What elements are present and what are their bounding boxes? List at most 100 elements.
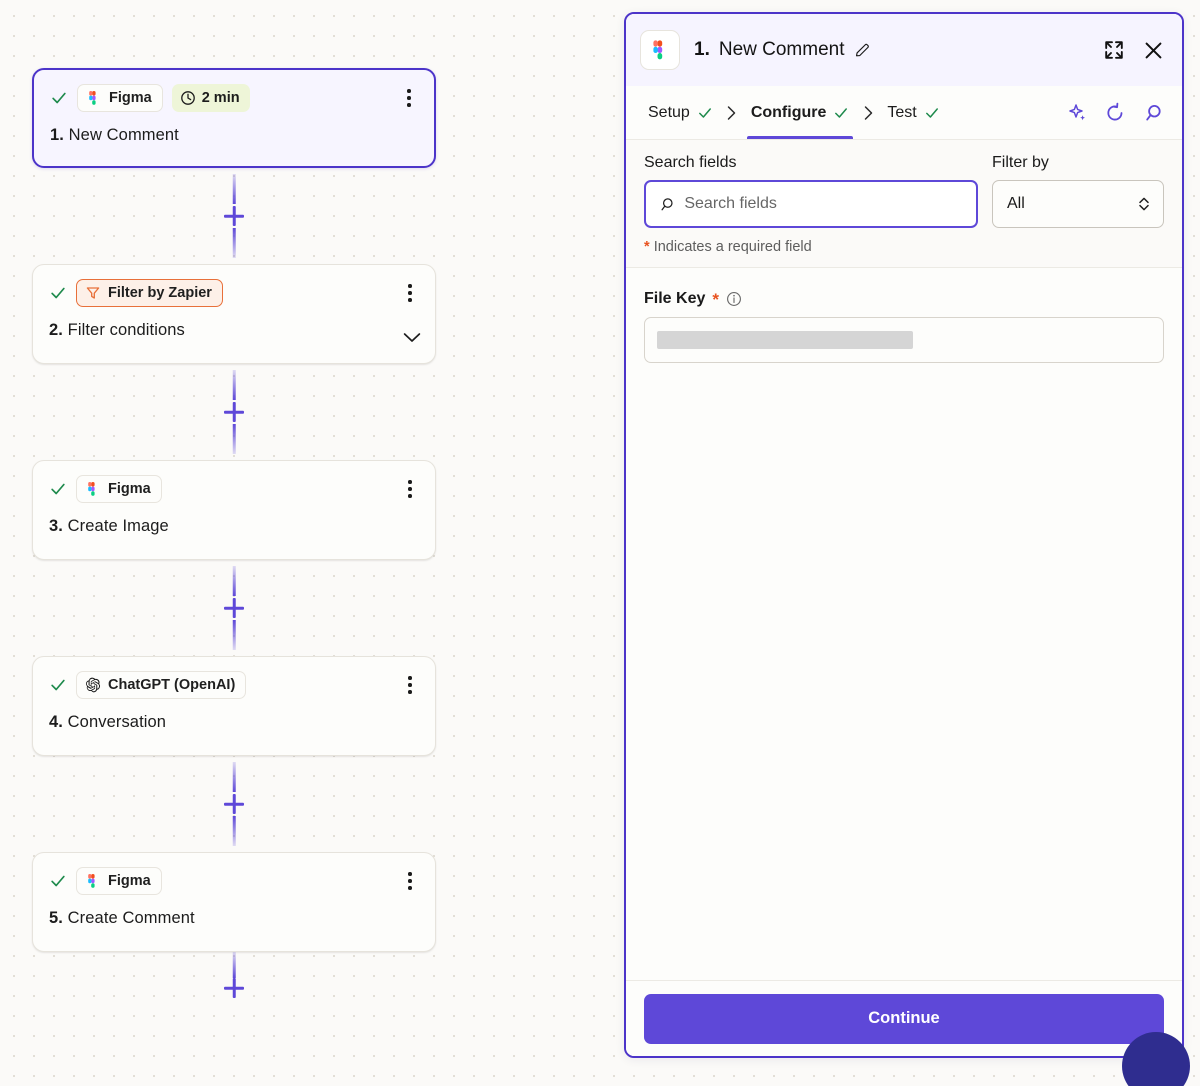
refresh-icon[interactable] xyxy=(1104,102,1126,124)
search-fields-group: Search fields xyxy=(644,154,978,228)
pencil-icon[interactable] xyxy=(854,42,871,59)
app-chip-label: Filter by Zapier xyxy=(108,285,212,301)
figma-icon xyxy=(89,91,96,105)
continue-button[interactable]: Continue xyxy=(644,993,1164,1044)
connector-tail xyxy=(32,952,436,998)
step-card-header: Figma xyxy=(49,867,419,895)
connector-3-4 xyxy=(32,560,436,656)
app-chip-label: Figma xyxy=(108,873,151,889)
file-key-label-row: File Key * xyxy=(644,290,1164,308)
check-icon xyxy=(51,679,65,691)
panel-tab-tools xyxy=(1066,102,1168,124)
close-icon[interactable] xyxy=(1143,40,1164,61)
step-menu-button-4[interactable] xyxy=(399,673,421,697)
search-icon[interactable] xyxy=(1142,102,1164,124)
openai-icon xyxy=(86,677,100,693)
step-title-1: 1. New Comment xyxy=(50,126,418,145)
step-number: 3. xyxy=(49,517,63,535)
panel-app-icon xyxy=(640,30,680,70)
required-note-text: Indicates a required field xyxy=(653,239,812,255)
step-name: New Comment xyxy=(68,126,179,144)
add-step-button-2[interactable] xyxy=(221,399,247,425)
required-field-note: * Indicates a required field xyxy=(644,239,1164,255)
app-chip-figma[interactable]: Figma xyxy=(77,84,163,112)
filter-by-select[interactable]: All xyxy=(992,180,1164,228)
file-key-label: File Key xyxy=(644,290,706,307)
tab-test[interactable]: Test xyxy=(879,86,947,139)
search-filter-section: Search fields Filter by All xyxy=(626,140,1182,268)
tab-label: Setup xyxy=(648,103,690,121)
add-step-button-5[interactable] xyxy=(221,975,247,1001)
duration-badge: 2 min xyxy=(171,84,250,112)
chat-bubble-icon[interactable] xyxy=(1122,1032,1190,1086)
app-chip-label: ChatGPT (OpenAI) xyxy=(108,677,236,693)
step-name: Create Comment xyxy=(67,909,195,927)
search-input-wrapper[interactable] xyxy=(644,180,978,228)
duration-label: 2 min xyxy=(201,90,240,106)
app-chip-openai[interactable]: ChatGPT (OpenAI) xyxy=(76,671,247,699)
clock-icon xyxy=(180,91,195,105)
check-icon xyxy=(51,287,65,299)
check-icon xyxy=(698,107,711,118)
step-title-2: 2. Filter conditions xyxy=(49,321,419,340)
check-icon xyxy=(51,875,65,887)
step-card-1[interactable]: Figma 2 min 1. New Comment xyxy=(32,68,436,168)
step-title-5: 5. Create Comment xyxy=(49,909,419,928)
tab-separator xyxy=(857,105,879,121)
check-icon xyxy=(51,483,65,495)
filter-by-label: Filter by xyxy=(992,154,1049,171)
info-icon[interactable] xyxy=(726,291,742,307)
app-chip-label: Figma xyxy=(108,481,151,497)
chevron-updown-icon xyxy=(1139,197,1149,211)
step-name: Filter conditions xyxy=(67,321,185,339)
add-step-button-4[interactable] xyxy=(221,791,247,817)
tab-label: Configure xyxy=(750,103,827,121)
workflow-canvas: Figma 2 min 1. New Comment xyxy=(0,0,620,1086)
add-step-button-3[interactable] xyxy=(221,595,247,621)
app-chip-figma[interactable]: Figma xyxy=(76,867,162,895)
app-chip-figma[interactable]: Figma xyxy=(76,475,162,503)
check-icon xyxy=(52,92,66,104)
tab-separator xyxy=(721,105,743,121)
expand-icon[interactable] xyxy=(1103,39,1125,61)
panel-tabs: Setup Configure Test xyxy=(626,86,1182,140)
step-config-panel: 1. New Comment Setup xyxy=(624,12,1184,1058)
step-name: Conversation xyxy=(67,713,167,731)
ai-sparkle-icon[interactable] xyxy=(1066,102,1088,124)
search-fields-label: Search fields xyxy=(644,154,737,171)
panel-step-number: 1. xyxy=(694,39,710,60)
search-input[interactable] xyxy=(684,182,964,226)
step-card-header: ChatGPT (OpenAI) xyxy=(49,671,419,699)
connector-2-3 xyxy=(32,364,436,460)
tab-configure[interactable]: Configure xyxy=(743,86,858,139)
step-number: 1. xyxy=(50,126,64,144)
check-icon xyxy=(925,107,938,118)
step-card-2[interactable]: Filter by Zapier 2. Filter conditions xyxy=(32,264,436,364)
app-chip-filter[interactable]: Filter by Zapier xyxy=(76,279,223,307)
panel-title: 1. New Comment xyxy=(694,39,871,61)
step-card-3[interactable]: Figma 3. Create Image xyxy=(32,460,436,560)
step-menu-button-3[interactable] xyxy=(399,477,421,501)
step-title-4: 4. Conversation xyxy=(49,713,419,732)
add-step-button-1[interactable] xyxy=(221,203,247,229)
chevron-down-icon[interactable] xyxy=(403,332,421,343)
figma-icon xyxy=(653,40,663,60)
step-card-header: Figma xyxy=(49,475,419,503)
form-field-file-key: File Key * xyxy=(644,290,1164,363)
step-number: 5. xyxy=(49,909,63,927)
tab-setup[interactable]: Setup xyxy=(640,86,721,139)
panel-header-actions xyxy=(1103,39,1164,61)
required-asterisk: * xyxy=(712,289,719,309)
figma-icon xyxy=(88,874,95,888)
file-key-input[interactable] xyxy=(644,317,1164,363)
redacted-value-bar xyxy=(657,331,913,349)
step-card-5[interactable]: Figma 5. Create Comment xyxy=(32,852,436,952)
step-card-4[interactable]: ChatGPT (OpenAI) 4. Conversation xyxy=(32,656,436,756)
check-icon xyxy=(835,107,848,118)
step-name: Create Image xyxy=(67,517,169,535)
step-menu-button-1[interactable] xyxy=(398,86,420,110)
workflow-step-list: Figma 2 min 1. New Comment xyxy=(32,68,436,998)
funnel-icon xyxy=(86,287,100,299)
step-menu-button-5[interactable] xyxy=(399,869,421,893)
step-menu-button-2[interactable] xyxy=(399,281,421,305)
